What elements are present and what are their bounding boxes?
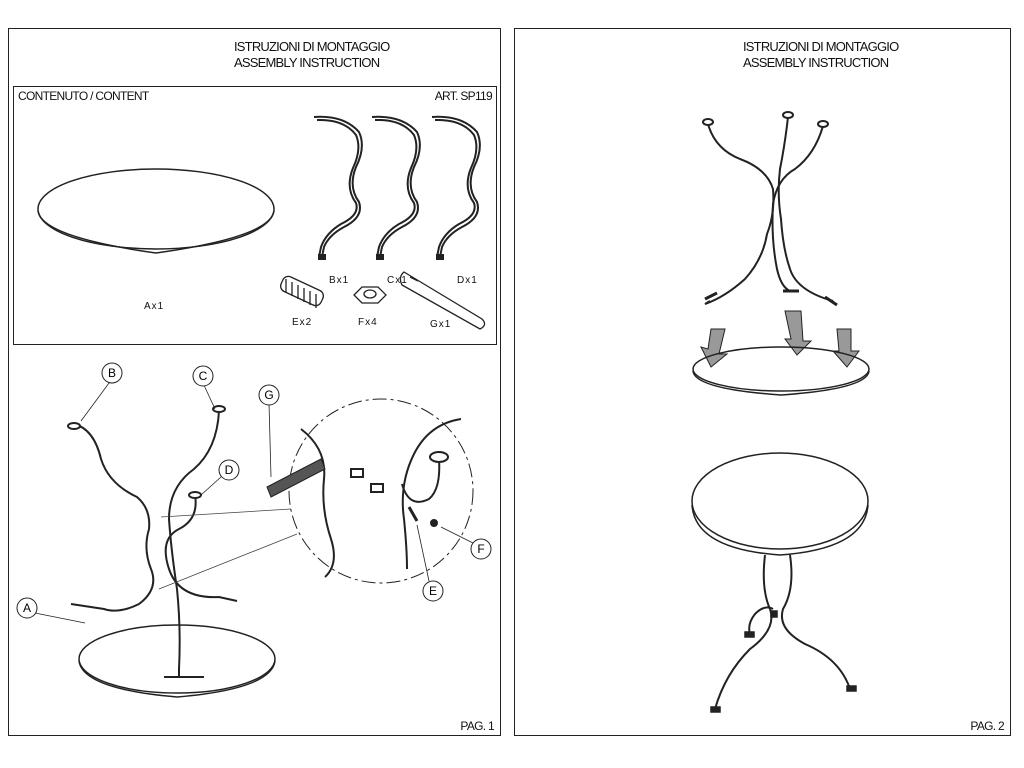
callout-d-label: D: [225, 463, 234, 477]
assembly-drawing-page-1: B C D G A F E: [16, 362, 492, 698]
part-label-a: Ax1: [144, 301, 165, 312]
callout-a-label: A: [23, 601, 31, 615]
callout-d: D: [200, 459, 240, 496]
instruction-page-2: ISTRUZIONI DI MONTAGGIO ASSEMBLY INSTRUC…: [514, 28, 1011, 736]
part-d-leg: [431, 115, 481, 260]
page-1-title: ISTRUZIONI DI MONTAGGIO ASSEMBLY INSTRUC…: [234, 39, 390, 71]
part-label-b: Bx1: [329, 275, 350, 286]
instruction-page-1: ISTRUZIONI DI MONTAGGIO ASSEMBLY INSTRUC…: [8, 28, 501, 736]
page-2-title: ISTRUZIONI DI MONTAGGIO ASSEMBLY INSTRUC…: [743, 39, 899, 71]
detail-zoom-content: [300, 418, 462, 578]
part-c-leg: [371, 115, 421, 260]
callout-a: A: [16, 597, 86, 624]
callout-f: F: [440, 526, 492, 560]
callout-c-label: C: [199, 369, 208, 383]
part-f-nut: [353, 286, 387, 304]
callout-g-label: G: [264, 388, 273, 402]
part-label-f: Fx4: [358, 317, 378, 328]
detail-wrench-g: [266, 458, 326, 498]
part-label-d: Dx1: [457, 275, 478, 286]
part-e-bolt: [280, 275, 324, 308]
zoom-guide-lines: [158, 508, 298, 590]
assembly-drawing-page-2: [691, 111, 870, 713]
assembly-tabletop: [78, 624, 276, 698]
downward-arrows: [700, 310, 860, 368]
title-italian: ISTRUZIONI DI MONTAGGIO: [234, 39, 390, 54]
detail-zoom-circle: [288, 398, 474, 584]
callout-b-label: B: [108, 366, 116, 380]
content-label: CONTENUTO / CONTENT: [18, 89, 149, 103]
tabletop-receiving: [692, 346, 870, 396]
title-english: ASSEMBLY INSTRUCTION: [234, 55, 380, 70]
page-number-1: PAG. 1: [460, 719, 494, 733]
title-italian: ISTRUZIONI DI MONTAGGIO: [743, 39, 899, 54]
callout-e-label: E: [429, 584, 437, 598]
callout-f-label: F: [477, 542, 484, 556]
part-label-e: Ex2: [292, 317, 313, 328]
part-g-wrench: [399, 271, 486, 330]
callout-b: B: [80, 362, 123, 422]
parts-content-box: CONTENUTO / CONTENT ART. SP119: [13, 86, 497, 345]
page-number-2: PAG. 2: [970, 719, 1004, 733]
callout-c: C: [192, 365, 216, 410]
part-label-g: Gx1: [430, 319, 452, 330]
part-b-leg: [313, 115, 363, 260]
part-a-tabletop: [37, 168, 275, 254]
assembly-legs: [67, 405, 238, 678]
callout-e: E: [416, 524, 444, 602]
assembled-table: [691, 452, 869, 713]
inverted-leg-assembly: [702, 111, 838, 307]
parts-drawing: [37, 115, 486, 330]
callout-g: G: [258, 384, 280, 478]
article-number: ART. SP119: [434, 89, 493, 103]
part-label-c: Cx1: [387, 275, 408, 286]
title-english: ASSEMBLY INSTRUCTION: [743, 55, 889, 70]
